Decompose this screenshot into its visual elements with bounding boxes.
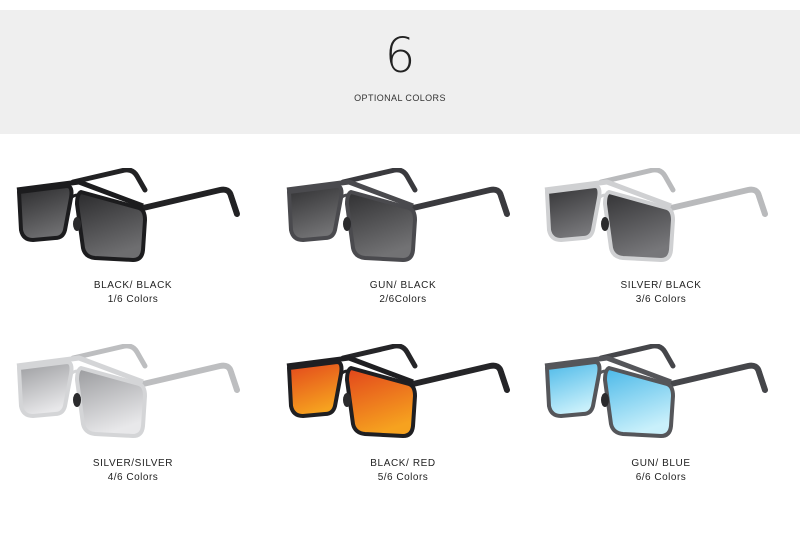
color-index: 3/6 Colors — [635, 294, 687, 305]
nose-pad — [73, 393, 81, 407]
near-temple-arm — [410, 362, 510, 393]
color-index: 6/6 Colors — [635, 472, 687, 483]
left-lens — [17, 360, 74, 418]
section-subtitle: OPTIONAL COLORS — [354, 93, 446, 103]
near-temple-arm — [410, 186, 510, 217]
product-card[interactable]: GUN/ BLACK 2/6Colors — [270, 160, 536, 340]
near-temple-arm — [140, 362, 240, 393]
nose-pad — [343, 217, 351, 231]
sunglasses-image — [15, 168, 251, 268]
product-card[interactable]: BLACK/ BLACK 1/6 Colors — [0, 160, 266, 340]
sunglasses-image — [15, 344, 251, 444]
frame-top-bar — [286, 355, 414, 385]
frame-top-bar — [286, 179, 414, 209]
color-name: BLACK/ RED — [370, 458, 436, 469]
left-lens — [17, 184, 74, 242]
color-index: 5/6 Colors — [377, 472, 429, 483]
frame-top-bar — [16, 179, 144, 209]
sunglasses-drawing — [16, 344, 240, 438]
far-temple-arm — [70, 344, 148, 369]
right-lens — [75, 366, 147, 438]
product-card[interactable]: BLACK/ RED 5/6 Colors — [270, 340, 536, 520]
far-temple-arm — [598, 344, 676, 369]
left-lens — [287, 184, 344, 242]
color-name: SILVER/ BLACK — [620, 280, 702, 291]
nose-pad — [601, 393, 609, 407]
near-temple-arm — [668, 186, 768, 217]
color-index: 1/6 Colors — [107, 294, 159, 305]
sunglasses-drawing — [16, 168, 240, 262]
left-lens — [545, 184, 602, 242]
color-name: BLACK/ BLACK — [93, 280, 173, 291]
far-temple-arm — [340, 344, 418, 369]
frame-top-bar — [544, 179, 672, 209]
nose-pad — [343, 393, 351, 407]
right-lens — [603, 190, 675, 262]
sunglasses-drawing — [544, 344, 768, 438]
sunglasses-image — [543, 168, 779, 268]
color-index: 2/6Colors — [379, 294, 427, 305]
sunglasses-image — [285, 168, 521, 268]
frame-top-bar — [16, 355, 144, 385]
color-count-number: 6 — [384, 28, 416, 84]
nose-pad — [73, 217, 81, 231]
color-name: GUN/ BLACK — [369, 280, 437, 291]
sunglasses-image — [285, 344, 521, 444]
color-index: 4/6 Colors — [107, 472, 159, 483]
left-lens — [545, 360, 602, 418]
right-lens — [345, 366, 417, 438]
nose-pad — [601, 217, 609, 231]
product-card[interactable]: GUN/ BLUE 6/6 Colors — [528, 340, 794, 520]
right-lens — [603, 366, 675, 438]
near-temple-arm — [140, 186, 240, 217]
far-temple-arm — [70, 168, 148, 193]
far-temple-arm — [598, 168, 676, 193]
sunglasses-drawing — [544, 168, 768, 262]
frame-top-bar — [544, 355, 672, 385]
sunglasses-image — [543, 344, 779, 444]
right-lens — [345, 190, 417, 262]
product-card[interactable]: SILVER/SILVER 4/6 Colors — [0, 340, 266, 520]
color-name: SILVER/SILVER — [92, 458, 174, 469]
near-temple-arm — [668, 362, 768, 393]
header-banner — [0, 10, 800, 134]
product-card[interactable]: SILVER/ BLACK 3/6 Colors — [528, 160, 794, 340]
right-lens — [75, 190, 147, 262]
far-temple-arm — [340, 168, 418, 193]
sunglasses-drawing — [286, 168, 510, 262]
left-lens — [287, 360, 344, 418]
sunglasses-drawing — [286, 344, 510, 438]
color-name: GUN/ BLUE — [631, 458, 691, 469]
